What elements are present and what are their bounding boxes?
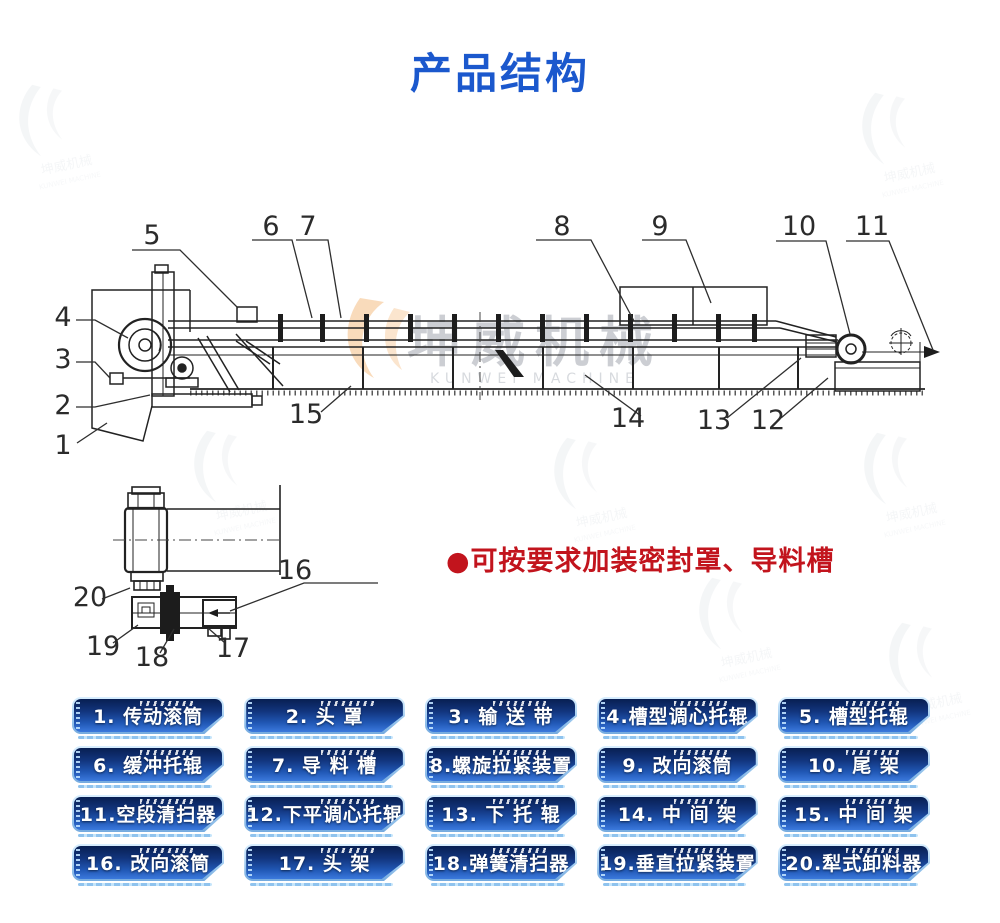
part-button-13: 13. 下 托 辊 (424, 795, 578, 837)
callout-14: 14 (611, 403, 645, 434)
callout-12: 12 (751, 405, 785, 436)
note-text: ●可按要求加装密封罩、导料槽 (446, 546, 835, 577)
callout-13: 13 (697, 405, 731, 436)
svg-text:KUNWEI MACHINE: KUNWEI MACHINE (430, 371, 640, 387)
part-button-14: 14. 中 间 架 (597, 795, 758, 837)
part-button-5: 5. 槽型托辊 (777, 697, 930, 739)
center-watermark: 坤威机械 KUNWEI MACHINE (347, 298, 653, 387)
part-label: 19.垂直拉紧装置 (599, 853, 756, 875)
part-label: 2. 头 罩 (285, 706, 364, 728)
callout-5: 5 (143, 220, 160, 251)
part-button-8: 8.螺旋拉紧装置 (424, 746, 578, 788)
callout-6: 6 (262, 211, 279, 242)
callout-4: 4 (54, 302, 71, 333)
callout-17: 17 (216, 633, 250, 664)
part-label: 17. 头 架 (278, 853, 371, 875)
part-label: 20.犁式卸料器 (785, 853, 923, 875)
part-label: 11.空段清扫器 (79, 804, 217, 826)
page-title: 产品结构 (409, 49, 590, 98)
part-label: 8.螺旋拉紧装置 (429, 755, 573, 777)
part-button-16: 16. 改向滚筒 (72, 844, 225, 886)
part-label: 12.下平调心托辊 (246, 804, 403, 826)
part-label: 15. 中 间 架 (794, 804, 914, 826)
part-button-6: 6. 缓冲托辊 (72, 746, 225, 788)
leader-lines (76, 239, 934, 444)
part-label: 13. 下 托 辊 (441, 804, 561, 826)
detail-linework (113, 485, 281, 640)
callout-7: 7 (299, 211, 316, 242)
callout-15: 15 (289, 399, 323, 430)
part-label: 6. 缓冲托辊 (93, 755, 204, 777)
part-button-9: 9. 改向滚筒 (597, 746, 758, 788)
callout-9: 9 (651, 211, 668, 242)
part-label: 5. 槽型托辊 (798, 706, 909, 728)
part-label: 18.弹簧清扫器 (432, 853, 570, 875)
belt-clamps (278, 314, 940, 377)
conveyor-linework (91, 264, 926, 442)
part-label: 7. 导 料 槽 (271, 755, 378, 777)
part-button-18: 18.弹簧清扫器 (424, 844, 578, 886)
part-button-7: 7. 导 料 槽 (244, 746, 405, 788)
part-label: 3. 输 送 带 (448, 706, 554, 728)
callout-numbers: 1 2 3 4 5 6 7 8 9 10 11 12 13 14 15 (54, 211, 889, 461)
part-button-10: 10. 尾 架 (777, 746, 930, 788)
callout-2: 2 (54, 390, 71, 421)
part-button-1: 1. 传动滚筒 (72, 697, 225, 739)
callout-20: 20 (73, 582, 107, 613)
part-button-3: 3. 输 送 带 (424, 697, 578, 739)
detail-leader-lines (101, 582, 378, 654)
callout-8: 8 (553, 211, 570, 242)
detail-callout-numbers: 16 17 18 19 20 (73, 555, 312, 673)
callout-1: 1 (54, 430, 71, 461)
callout-11: 11 (855, 211, 889, 242)
part-label: 4.槽型调心托辊 (606, 706, 749, 728)
part-button-19: 19.垂直拉紧装置 (597, 844, 758, 886)
callout-10: 10 (782, 211, 816, 242)
part-label: 10. 尾 架 (807, 755, 900, 777)
part-button-4: 4.槽型调心托辊 (597, 697, 758, 739)
parts-grid: 1. 传动滚筒 2. 头 罩 3. 输 送 带 4.槽型调心托辊 5. 槽型托辊… (72, 697, 930, 886)
part-button-12: 12.下平调心托辊 (244, 795, 405, 837)
part-button-11: 11.空段清扫器 (72, 795, 225, 837)
takeup-detail-diagram: 16 17 18 19 20 (73, 485, 378, 673)
part-label: 1. 传动滚筒 (93, 706, 204, 728)
conveyor-diagram: 坤威机械 KUNWEI MACHINE (54, 211, 940, 461)
part-label: 9. 改向滚筒 (622, 755, 733, 777)
callout-16: 16 (278, 555, 312, 586)
callout-18: 18 (135, 642, 169, 673)
part-button-15: 15. 中 间 架 (777, 795, 930, 837)
part-label: 14. 中 间 架 (617, 804, 738, 826)
part-button-17: 17. 头 架 (244, 844, 405, 886)
part-button-20: 20.犁式卸料器 (777, 844, 930, 886)
part-label: 16. 改向滚筒 (85, 853, 211, 875)
part-button-2: 2. 头 罩 (244, 697, 405, 739)
callout-19: 19 (86, 631, 120, 662)
callout-3: 3 (54, 344, 71, 375)
